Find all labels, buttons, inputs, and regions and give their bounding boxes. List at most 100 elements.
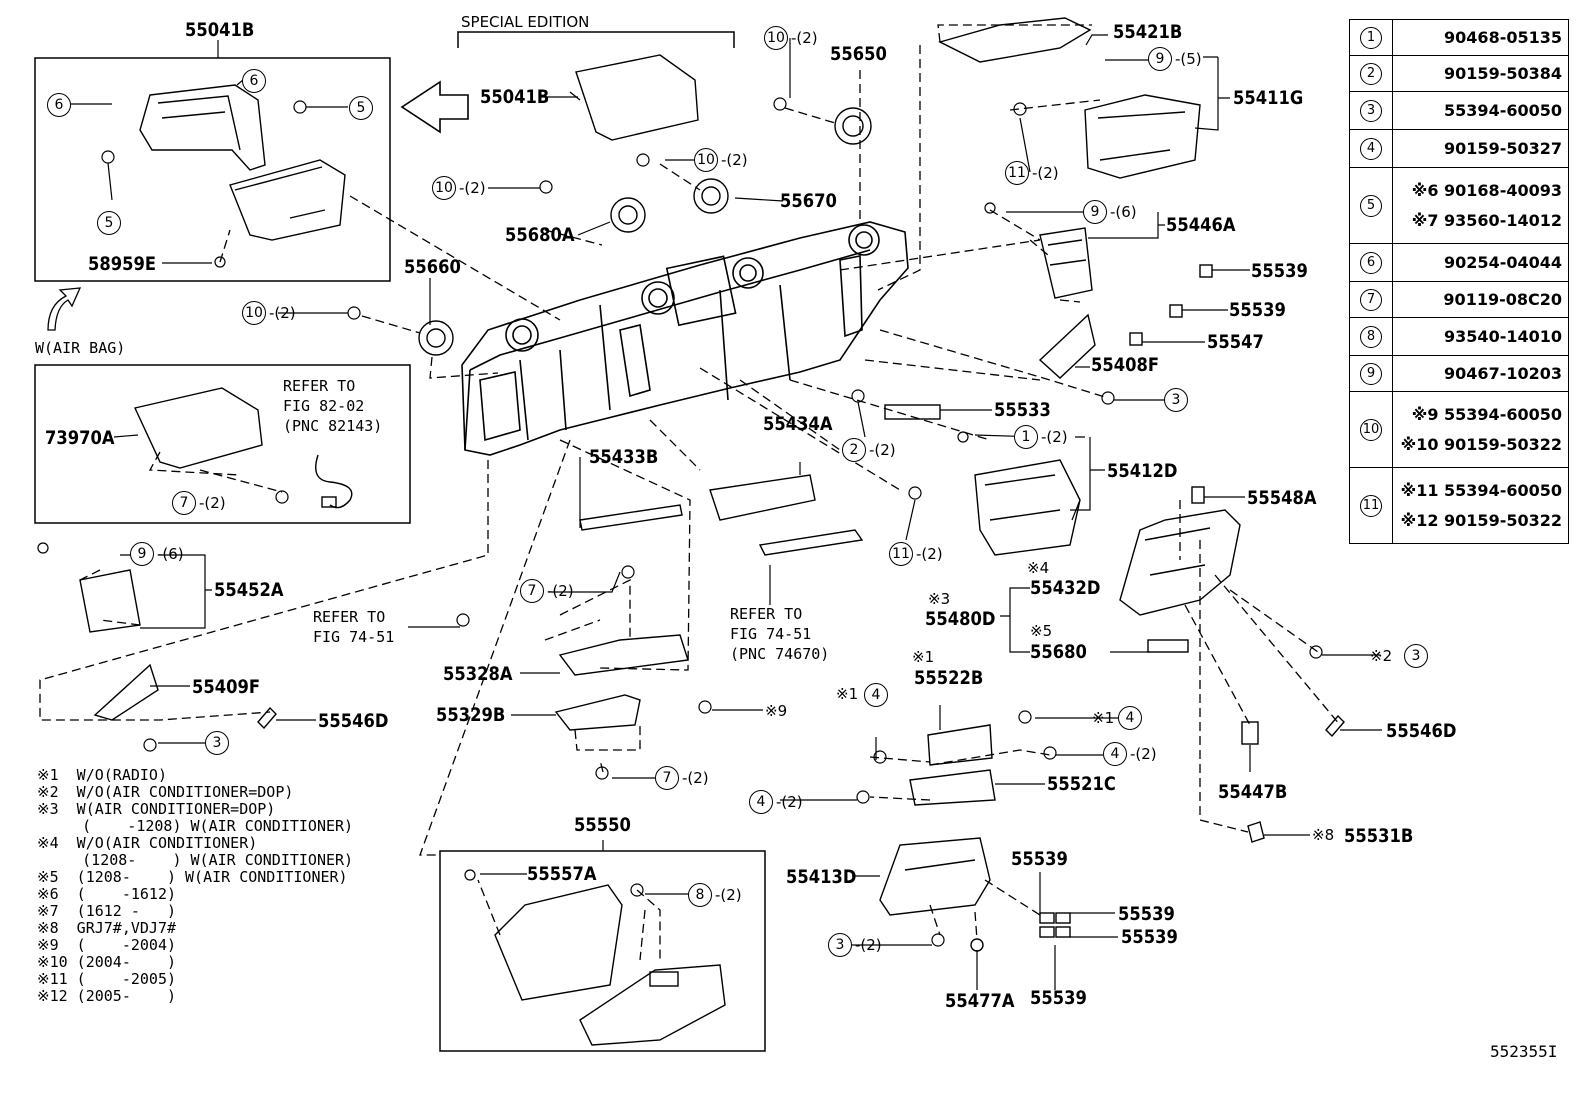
- legend-part-number: 90467-10203: [1444, 363, 1562, 383]
- part-55477A[interactable]: 55477A: [945, 990, 1015, 1012]
- legend-part-number: ※6 90168-40093: [1411, 180, 1562, 200]
- callout-4-d[interactable]: 4: [749, 790, 773, 814]
- part-55670[interactable]: 55670: [780, 190, 837, 212]
- callout-3-c[interactable]: 3: [1404, 644, 1428, 668]
- callout-2-a[interactable]: 2: [842, 438, 866, 462]
- table-row[interactable]: 11※11 55394-60050※12 90159-50322: [1349, 467, 1569, 544]
- part-55531B[interactable]: 55531B: [1344, 825, 1414, 847]
- legend-part-number: 90468-05135: [1444, 27, 1562, 47]
- part-55421B[interactable]: 55421B: [1113, 21, 1183, 43]
- footnote-line: ( -1208) W(AIR CONDITIONER): [37, 817, 354, 835]
- callout-4-c[interactable]: 4: [1103, 742, 1127, 766]
- part-55432D[interactable]: 55432D: [1030, 577, 1101, 599]
- qty-10-b: -(2): [721, 151, 748, 169]
- refer-fig-82-02: REFER TO FIG 82-02 (PNC 82143): [283, 377, 383, 435]
- callout-7-b[interactable]: 7: [520, 579, 544, 603]
- part-55413D[interactable]: 55413D: [786, 866, 857, 888]
- mark-8: ※8: [1312, 826, 1335, 844]
- part-55522B[interactable]: 55522B: [914, 667, 984, 689]
- part-55480D[interactable]: 55480D: [925, 608, 996, 630]
- part-73970A[interactable]: 73970A: [45, 427, 115, 449]
- part-55547[interactable]: 55547: [1207, 331, 1264, 353]
- callout-4-a[interactable]: 4: [864, 683, 888, 707]
- callout-10-c[interactable]: 10: [432, 176, 456, 200]
- callout-9-a[interactable]: 9: [130, 542, 154, 566]
- callout-8-a[interactable]: 8: [688, 883, 712, 907]
- callout-10-b[interactable]: 10: [694, 148, 718, 172]
- part-55546D-right[interactable]: 55546D: [1386, 720, 1457, 742]
- footnote-line: ※11 ( -2005): [37, 970, 176, 988]
- callout-1-a[interactable]: 1: [1014, 425, 1038, 449]
- part-55539-d[interactable]: 55539: [1118, 903, 1175, 925]
- table-row[interactable]: 5※6 90168-40093※7 93560-14012: [1349, 167, 1569, 244]
- part-58959E[interactable]: 58959E: [88, 253, 157, 275]
- part-55521C[interactable]: 55521C: [1047, 773, 1116, 795]
- callout-9-c[interactable]: 9: [1083, 200, 1107, 224]
- callout-5-b[interactable]: 5: [97, 211, 121, 235]
- part-55546D-left[interactable]: 55546D: [318, 710, 389, 732]
- callout-6-a[interactable]: 6: [47, 93, 71, 117]
- part-55434A[interactable]: 55434A: [763, 413, 833, 435]
- part-55411G[interactable]: 55411G: [1233, 87, 1304, 109]
- part-55539-e[interactable]: 55539: [1121, 926, 1178, 948]
- part-55550[interactable]: 55550: [574, 814, 631, 836]
- mark-9: ※9: [765, 702, 788, 720]
- part-55433B[interactable]: 55433B: [589, 446, 659, 468]
- table-row[interactable]: 10※9 55394-60050※10 90159-50322: [1349, 391, 1569, 468]
- part-55408F[interactable]: 55408F: [1091, 354, 1160, 376]
- part-55539-a[interactable]: 55539: [1251, 260, 1308, 282]
- part-55680A[interactable]: 55680A: [505, 224, 575, 246]
- airbag-assembly-box: [34, 57, 391, 282]
- part-55329B[interactable]: 55329B: [436, 704, 506, 726]
- footnote-line: ※2 W/O(AIR CONDITIONER=DOP): [37, 783, 294, 801]
- part-55041B-mid[interactable]: 55041B: [480, 86, 550, 108]
- callout-7-c[interactable]: 7: [655, 766, 679, 790]
- callout-7-a[interactable]: 7: [172, 491, 196, 515]
- callout-10-a[interactable]: 10: [764, 26, 788, 50]
- mark-5-55680: ※5: [1030, 622, 1053, 640]
- legend-part-number: ※11 55394-60050: [1400, 480, 1562, 500]
- refer-fig-74-51-mid: REFER TO FIG 74-51 (PNC 74670): [730, 605, 830, 663]
- callout-11-b[interactable]: 11: [889, 542, 913, 566]
- part-55446A[interactable]: 55446A: [1166, 214, 1236, 236]
- callout-3-d[interactable]: 3: [828, 933, 852, 957]
- glovebox-assembly-box: [439, 850, 766, 1052]
- legend-part-number: 90159-50327: [1444, 138, 1562, 158]
- callout-5-a[interactable]: 5: [349, 96, 373, 120]
- part-55412D[interactable]: 55412D: [1107, 460, 1178, 482]
- part-55539-f[interactable]: 55539: [1030, 987, 1087, 1009]
- part-55533[interactable]: 55533: [994, 399, 1051, 421]
- callout-10-d[interactable]: 10: [242, 301, 266, 325]
- part-55447B[interactable]: 55447B: [1218, 781, 1288, 803]
- legend-part-number: 93540-14010: [1444, 326, 1562, 346]
- part-55548A[interactable]: 55548A: [1247, 487, 1317, 509]
- part-55557A[interactable]: 55557A: [527, 863, 597, 885]
- callout-3-a[interactable]: 3: [205, 731, 229, 755]
- legend-key: 7: [1360, 289, 1382, 311]
- part-55409F[interactable]: 55409F: [192, 676, 261, 698]
- part-55328A[interactable]: 55328A: [443, 663, 513, 685]
- callout-6-b[interactable]: 6: [242, 69, 266, 93]
- part-55539-c[interactable]: 55539: [1011, 848, 1068, 870]
- footnotes: ※1 W/O(RADIO) ※2 W/O(AIR CONDITIONER=DOP…: [37, 767, 353, 1005]
- callout-4-b[interactable]: 4: [1118, 706, 1142, 730]
- part-55041B-top[interactable]: 55041B: [185, 19, 255, 41]
- part-55660[interactable]: 55660: [404, 256, 461, 278]
- footnote-line: ※5 (1208- ) W(AIR CONDITIONER): [37, 868, 348, 886]
- footnote-line: ※9 ( -2004): [37, 936, 176, 954]
- part-55680[interactable]: 55680: [1030, 641, 1087, 663]
- callout-3-b[interactable]: 3: [1164, 388, 1188, 412]
- callout-11-a[interactable]: 11: [1005, 161, 1029, 185]
- part-55539-b[interactable]: 55539: [1229, 299, 1286, 321]
- callout-9-b[interactable]: 9: [1148, 47, 1172, 71]
- part-55452A[interactable]: 55452A: [214, 579, 284, 601]
- part-55650[interactable]: 55650: [830, 43, 887, 65]
